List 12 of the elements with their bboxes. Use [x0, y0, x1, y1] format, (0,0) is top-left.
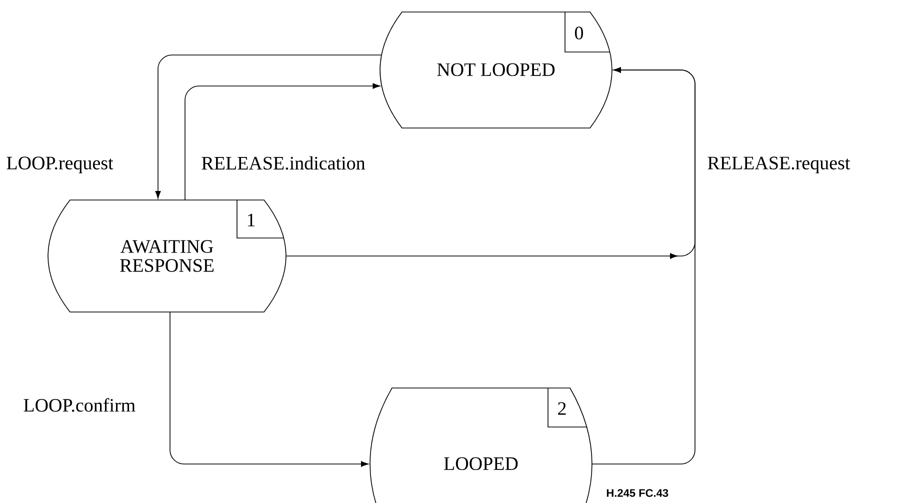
arrow	[592, 67, 696, 464]
edge-label: LOOP.confirm	[24, 398, 136, 412]
arrow	[155, 54, 382, 199]
state-number: 0	[564, 12, 610, 52]
state-number: 1	[236, 200, 284, 238]
edge-label: RELEASE.indication	[202, 156, 366, 170]
arrow	[170, 312, 369, 467]
state-number: 2	[548, 388, 588, 428]
edge-label: RELEASE.request	[708, 156, 850, 174]
figure-code: H.245 FC.43	[606, 489, 668, 497]
edge-label: LOOP.request	[6, 156, 114, 174]
arrow	[184, 83, 380, 200]
